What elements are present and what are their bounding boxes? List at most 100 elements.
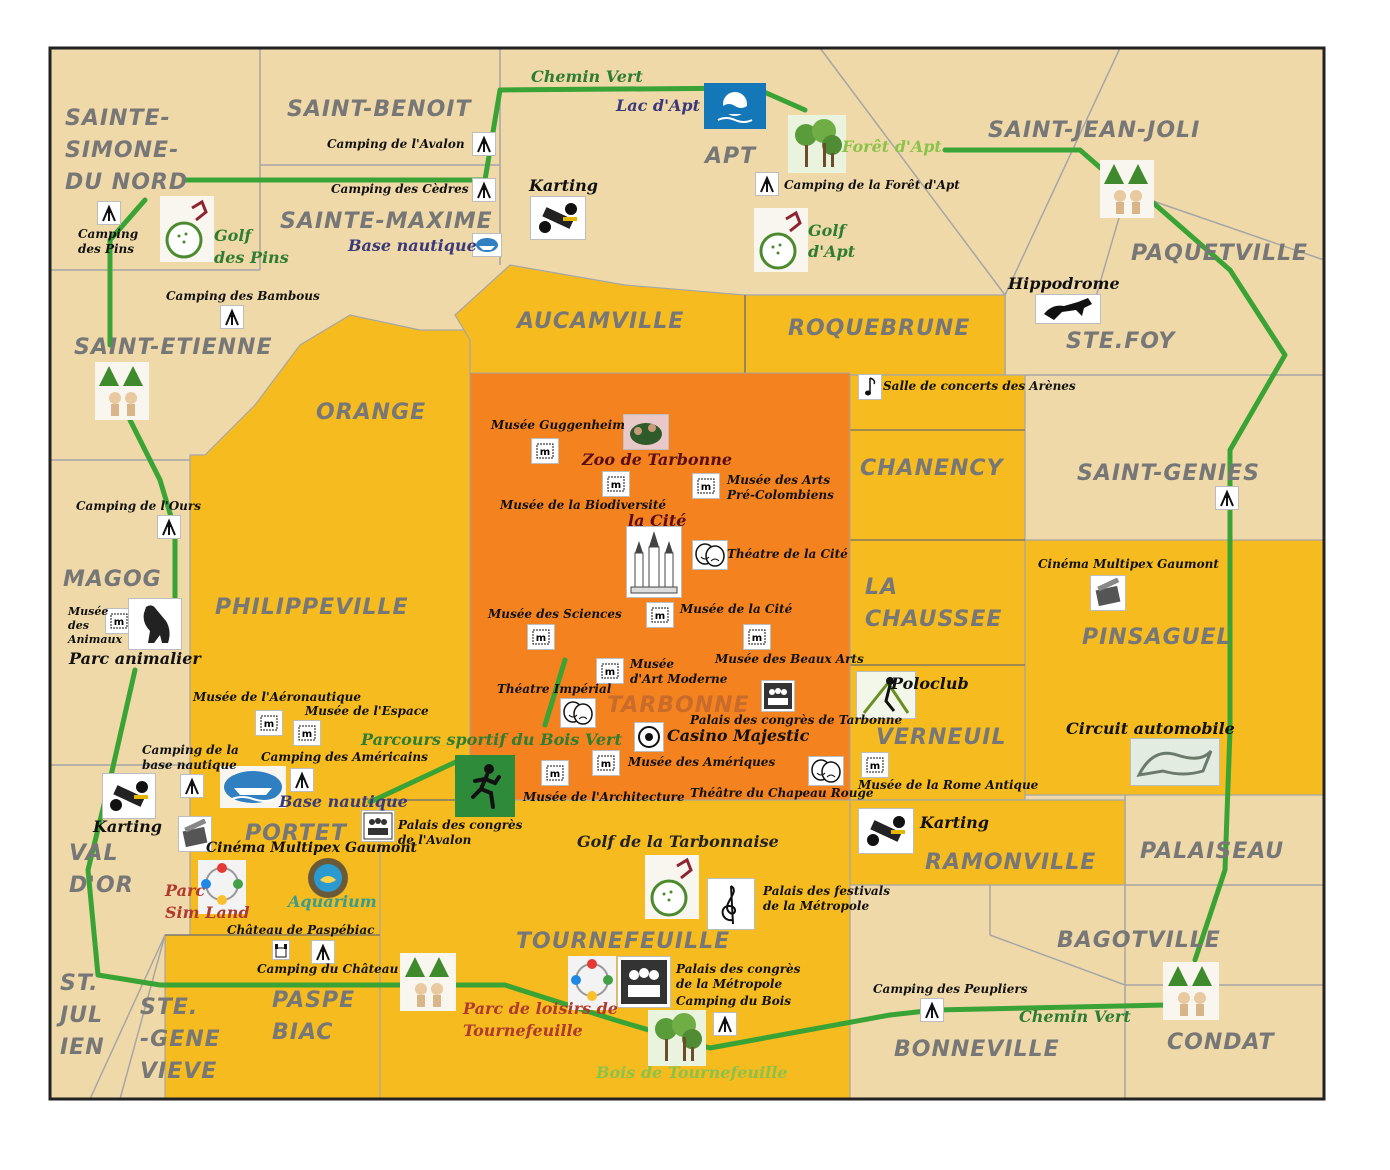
- label-zoo: Zoo de Tarbonne: [582, 450, 733, 469]
- svg-text:m: m: [540, 447, 550, 458]
- golf-icon[interactable]: [645, 855, 699, 919]
- museum-icon[interactable]: m: [692, 473, 720, 499]
- circuit-icon[interactable]: [1130, 738, 1220, 786]
- museum-icon[interactable]: m: [596, 658, 624, 684]
- museum-icon[interactable]: m: [592, 750, 620, 776]
- tent-icon[interactable]: [1215, 486, 1239, 510]
- district-tournefeuille: TOURNEFEUILLE: [516, 929, 731, 954]
- boat-icon[interactable]: [220, 766, 286, 808]
- trees-icon[interactable]: [1100, 160, 1154, 218]
- tent-icon[interactable]: [472, 178, 496, 202]
- music-note-icon[interactable]: [858, 374, 882, 400]
- label-musee-art-moderne: Musée d'Art Moderne: [630, 657, 728, 686]
- label-lac-apt: Lac d'Apt: [616, 96, 701, 115]
- label-musee-architecture: Musée de l'Architecture: [523, 790, 685, 804]
- district-magog: MAGOG: [63, 567, 162, 592]
- district-sainte-maxime: SAINTE-MAXIME: [280, 209, 493, 234]
- label-musee-cite: Musée de la Cité: [680, 602, 793, 616]
- district-philippeville: PHILIPPEVILLE: [215, 595, 409, 620]
- tent-icon[interactable]: [920, 998, 944, 1022]
- tent-icon[interactable]: [713, 1012, 737, 1036]
- label-musee-sciences: Musée des Sciences: [488, 607, 622, 621]
- cinema-icon[interactable]: [1090, 575, 1126, 611]
- museum-icon[interactable]: m: [531, 438, 559, 464]
- polo-icon[interactable]: [856, 671, 916, 719]
- green-trail: [85, 85, 1288, 1051]
- district-saint-benoit: SAINT-BENOIT: [287, 97, 472, 122]
- amusement-park-icon[interactable]: [568, 956, 616, 1010]
- boat-icon[interactable]: [472, 233, 502, 257]
- cinema-icon[interactable]: [178, 816, 212, 852]
- tent-icon[interactable]: [220, 305, 244, 329]
- label-theatre-chapeau: Théâtre du Chapeau Rouge: [690, 786, 874, 800]
- label-musee-espace: Musée de l'Espace: [305, 704, 429, 718]
- theatre-mask-icon[interactable]: [808, 756, 844, 786]
- casino-icon[interactable]: [634, 722, 664, 752]
- label-la-cite: la Cité: [628, 511, 687, 530]
- tent-icon[interactable]: [290, 768, 314, 792]
- theatre-mask-icon[interactable]: [692, 540, 728, 570]
- label-camping-base-nautique: Camping de la base nautique: [142, 743, 239, 772]
- tent-icon[interactable]: [157, 515, 181, 539]
- zoo-icon[interactable]: [623, 414, 669, 450]
- horse-icon[interactable]: [1035, 294, 1101, 324]
- chateau-icon[interactable]: [272, 940, 290, 960]
- theatre-mask-icon[interactable]: [560, 698, 596, 728]
- museum-icon[interactable]: m: [861, 752, 889, 778]
- label-musee-rome: Musée de la Rome Antique: [858, 778, 1039, 792]
- label-camping-peupliers: Camping des Peupliers: [873, 982, 1028, 996]
- golf-icon[interactable]: [160, 196, 214, 262]
- label-musee-ameriques: Musée des Amériques: [628, 755, 776, 769]
- tent-icon[interactable]: [97, 201, 121, 225]
- congress-icon[interactable]: [361, 810, 395, 842]
- inner-district-lines: [165, 295, 1025, 936]
- cathedral-icon[interactable]: [626, 526, 682, 598]
- aquarium-icon[interactable]: [306, 856, 350, 900]
- district-chanency: CHANENCY: [860, 456, 1004, 481]
- label-karting-north: Karting: [529, 176, 598, 195]
- district-sainte-simone: SAINTE- SIMONE- DU NORD: [65, 106, 189, 195]
- label-musee-aeronautique: Musée de l'Aéronautique: [193, 690, 361, 704]
- karting-icon[interactable]: [858, 808, 914, 854]
- label-camping-bambous: Camping des Bambous: [166, 289, 320, 303]
- congress-icon[interactable]: [617, 956, 671, 1008]
- trees-icon[interactable]: [95, 362, 149, 420]
- museum-icon[interactable]: m: [646, 602, 674, 628]
- amusement-park-icon[interactable]: [198, 860, 246, 914]
- label-chateau-paspebiac: Château de Paspébiac: [227, 923, 375, 937]
- golf-icon[interactable]: [754, 208, 808, 272]
- museum-icon[interactable]: m: [293, 720, 321, 746]
- tent-icon[interactable]: [180, 774, 204, 798]
- tent-icon[interactable]: [472, 132, 496, 156]
- karting-icon[interactable]: [102, 773, 156, 819]
- trees-icon[interactable]: [788, 115, 846, 173]
- district-condat: CONDAT: [1167, 1030, 1275, 1055]
- tent-icon[interactable]: [755, 172, 779, 196]
- blue-flag-icon[interactable]: [704, 83, 766, 129]
- museum-icon[interactable]: m: [527, 624, 555, 650]
- museum-icon[interactable]: m: [255, 710, 283, 736]
- karting-icon[interactable]: [530, 196, 586, 240]
- trees-icon[interactable]: [1163, 962, 1219, 1020]
- label-poloclub: Poloclub: [891, 674, 969, 693]
- svg-text:m: m: [302, 729, 312, 740]
- bear-icon[interactable]: [128, 598, 182, 650]
- label-cinema-pinsaguel: Cinéma Multipex Gaumont: [1038, 557, 1219, 571]
- label-golf-pins: Golf des Pins: [214, 226, 289, 267]
- district-saint-jean-joli: SAINT-JEAN-JOLI: [988, 118, 1201, 143]
- trees-icon[interactable]: [648, 1010, 706, 1066]
- congress-icon[interactable]: [761, 680, 795, 712]
- runner-icon[interactable]: [455, 755, 515, 817]
- svg-text:m: m: [550, 769, 560, 780]
- music-note-icon[interactable]: [707, 878, 755, 930]
- label-palais-congres-avalon: Palais des congrès de l'Avalon: [398, 818, 523, 847]
- trees-icon[interactable]: [400, 953, 456, 1011]
- district-ramonville: RAMONVILLE: [925, 850, 1097, 875]
- museum-icon[interactable]: m: [602, 471, 630, 497]
- tent-icon[interactable]: [311, 940, 335, 964]
- label-parc-animalier: Parc animalier: [69, 649, 201, 668]
- district-aucamville: AUCAMVILLE: [517, 309, 685, 334]
- museum-icon[interactable]: m: [743, 624, 771, 650]
- museum-icon[interactable]: m: [541, 760, 569, 786]
- district-ste-genevieve: STE. -GENE VIEVE: [140, 995, 221, 1084]
